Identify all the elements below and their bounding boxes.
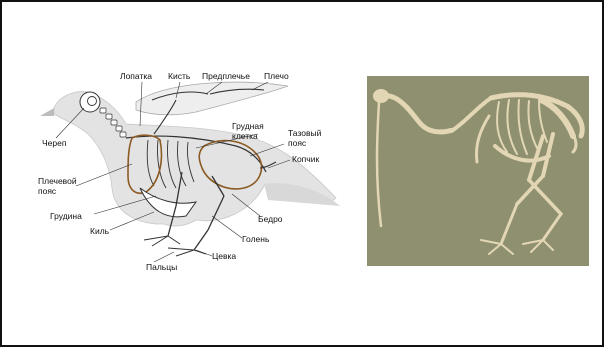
label-plechevoy-poyas-2: пояс: [38, 186, 57, 196]
label-predplechye: Предплечье: [202, 71, 250, 81]
label-lopatka: Лопатка: [120, 71, 152, 81]
beak: [40, 108, 54, 116]
label-grudnaya-kletka-1: Грудная: [232, 121, 264, 131]
label-cherep: Череп: [42, 138, 67, 148]
label-grudina: Грудина: [50, 211, 82, 221]
label-plecho: Плечо: [264, 71, 289, 81]
label-golen: Голень: [242, 234, 270, 244]
label-plechevoy-poyas-1: Плечевой: [38, 176, 77, 186]
label-kist: Кисть: [168, 71, 191, 81]
label-bedro: Бедро: [258, 214, 283, 224]
wing-outline: [136, 82, 288, 115]
label-tazovy-poyas-1: Тазовый: [288, 128, 322, 138]
label-kopchik: Копчик: [292, 154, 319, 164]
label-kil: Киль: [90, 226, 110, 236]
label-paltsy: Пальцы: [146, 262, 177, 272]
bird-skeleton-photo: [367, 76, 589, 266]
label-tazovy-poyas-2: пояс: [288, 138, 307, 148]
label-grudnaya-kletka-2: клетка: [232, 131, 258, 141]
label-tsevka: Цевка: [212, 251, 236, 261]
bird-skeleton-diagram: Лопатка Кисть Предплечье Плечо Череп Гру…: [36, 64, 354, 276]
